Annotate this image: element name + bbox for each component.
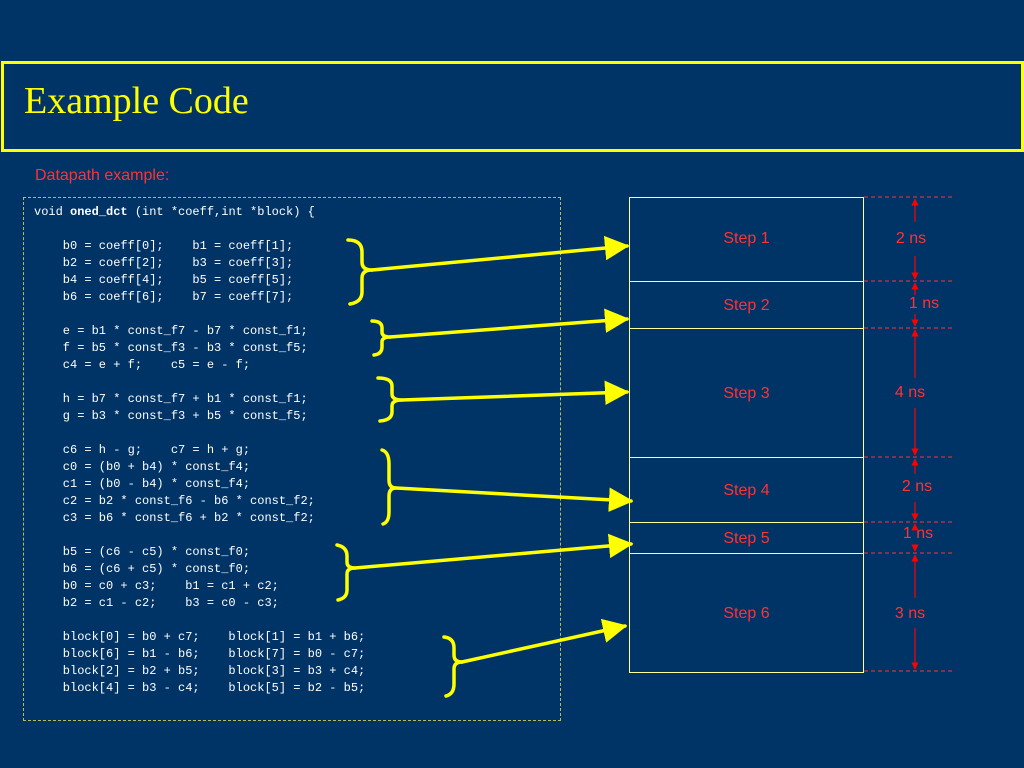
code-line: b6 = coeff[6]; b7 = coeff[7];: [34, 290, 294, 304]
code-line: c1 = (b0 - b4) * const_f4;: [34, 477, 251, 491]
time-label-2: 1 ns: [908, 295, 940, 312]
code-line: g = b3 * const_f3 + b5 * const_f5;: [34, 409, 308, 423]
arrow-to-step-4: [394, 486, 634, 513]
timing-boundaries: [864, 196, 952, 672]
arrow-to-step-6: [460, 618, 628, 664]
slide-title: Example Code: [24, 80, 249, 122]
code-line: b4 = coeff[4]; b5 = coeff[5];: [34, 273, 294, 287]
step-label-5: Step 5: [723, 530, 770, 547]
function-name: oned_dct: [70, 205, 128, 219]
brace-4: [380, 448, 398, 526]
brace-1: [346, 238, 374, 306]
step-label-3: Step 3: [723, 385, 770, 402]
code-line: b2 = c1 - c2; b3 = c0 - c3;: [34, 596, 279, 610]
signature-suffix: (int *coeff,int *block) {: [127, 205, 315, 219]
arrow-to-step-3: [400, 380, 630, 406]
code-line: b2 = coeff[2]; b3 = coeff[3];: [34, 256, 294, 270]
arrow-to-step-2: [388, 308, 630, 339]
step-box-6: [629, 553, 864, 673]
code-line: f = b5 * const_f3 - b3 * const_f5;: [34, 341, 308, 355]
code-line: h = b7 * const_f7 + b1 * const_f1;: [34, 392, 308, 406]
time-label-3: 4 ns: [894, 384, 926, 401]
code-line: b5 = (c6 - c5) * const_f0;: [34, 545, 251, 559]
code-line: block[6] = b1 - b6; block[7] = b0 - c7;: [34, 647, 366, 661]
code-line: b6 = (c6 + c5) * const_f0;: [34, 562, 251, 576]
signature-prefix: void: [34, 205, 71, 219]
step-box-2: [629, 281, 864, 329]
brace-6: [442, 635, 464, 698]
code-line: c2 = b2 * const_f6 - b6 * const_f2;: [34, 494, 315, 508]
step-box-1: [629, 197, 864, 282]
brace-5: [335, 543, 357, 602]
code-signature: void oned_dct (int *coeff,int *block) {: [34, 206, 315, 218]
code-line: block[0] = b0 + c7; block[1] = b1 + b6;: [34, 630, 366, 644]
code-line: block[4] = b3 - c4; block[5] = b2 - b5;: [34, 681, 366, 695]
code-line: b0 = coeff[0]; b1 = coeff[1];: [34, 239, 294, 253]
brace-2: [370, 319, 392, 357]
subtitle: Datapath example:: [35, 167, 170, 184]
step-label-6: Step 6: [723, 605, 770, 622]
step-label-4: Step 4: [723, 482, 770, 499]
title-frame: [1, 61, 1024, 152]
time-label-6: 3 ns: [894, 605, 926, 622]
time-label-5: 1 ns: [902, 525, 934, 542]
code-line: e = b1 * const_f7 - b7 * const_f1;: [34, 324, 308, 338]
step-label-1: Step 1: [723, 230, 770, 247]
code-line: c0 = (b0 + b4) * const_f4;: [34, 460, 251, 474]
code-block: [23, 197, 561, 721]
code-line: block[2] = b2 + b5; block[3] = b3 + c4;: [34, 664, 366, 678]
brace-3: [376, 376, 404, 423]
code-line: c4 = e + f; c5 = e - f;: [34, 358, 251, 372]
step-box-3: [629, 328, 864, 458]
step-label-2: Step 2: [723, 297, 770, 314]
code-line: c6 = h - g; c7 = h + g;: [34, 443, 251, 457]
code-line: c3 = b6 * const_f6 + b2 * const_f2;: [34, 511, 315, 525]
code-line: b0 = c0 + c3; b1 = c1 + c2;: [34, 579, 279, 593]
time-label-4: 2 ns: [901, 478, 933, 495]
arrow-to-step-1: [370, 235, 630, 272]
arrow-to-step-5: [353, 533, 634, 570]
time-label-1: 2 ns: [895, 230, 927, 247]
